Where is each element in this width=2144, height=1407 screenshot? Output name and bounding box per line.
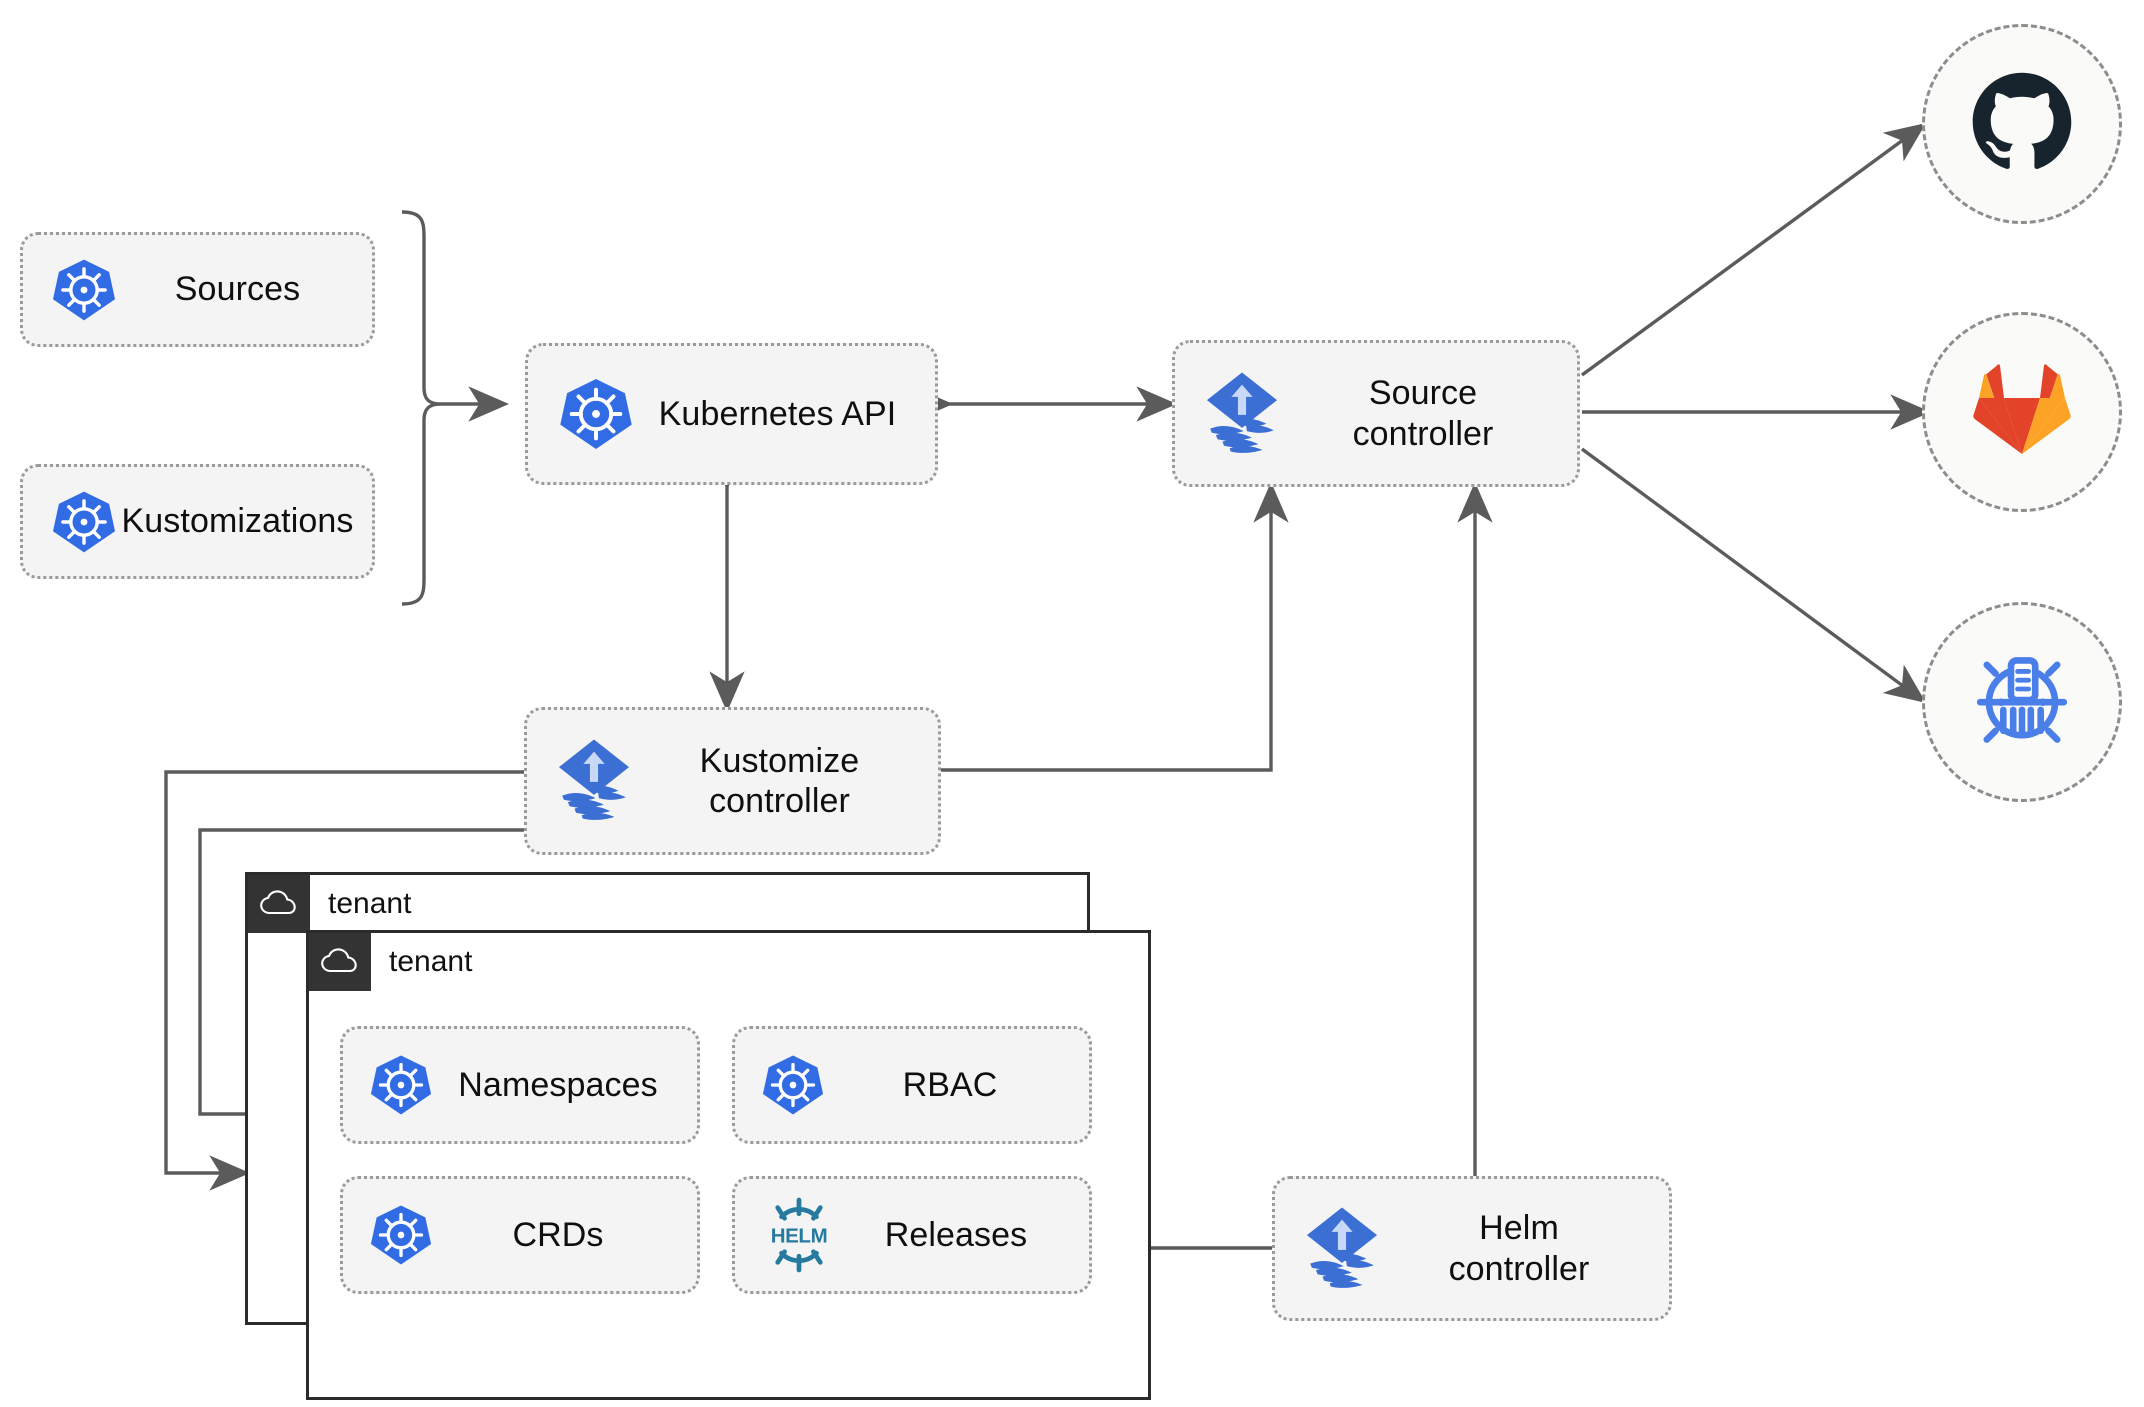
node-source-controller[interactable]: Source controller bbox=[1172, 340, 1580, 487]
tenant-label: tenant bbox=[389, 945, 473, 978]
node-namespaces[interactable]: Namespaces bbox=[340, 1026, 700, 1144]
node-label: Source controller bbox=[1352, 374, 1494, 453]
cloud-icon bbox=[309, 933, 371, 991]
gitlab-icon bbox=[1970, 360, 2074, 465]
node-label: Kubernetes API bbox=[658, 394, 897, 433]
repo-circle-github[interactable] bbox=[1922, 24, 2122, 224]
node-label: Releases bbox=[884, 1215, 1028, 1254]
helm-icon: HELM bbox=[761, 1197, 837, 1273]
cloud-icon bbox=[248, 875, 310, 933]
tenant-label: tenant bbox=[328, 887, 412, 920]
node-label: Kustomizations bbox=[121, 502, 354, 541]
node-label: RBAC bbox=[902, 1065, 998, 1104]
edge-source-github bbox=[1580, 122, 1927, 377]
flux-icon bbox=[1201, 370, 1283, 458]
github-icon bbox=[1966, 66, 2078, 183]
repo-circle-gitlab[interactable] bbox=[1922, 312, 2122, 512]
node-label: Sources bbox=[174, 270, 301, 309]
edge-source-registry bbox=[1580, 447, 1927, 704]
artifact-registry-icon bbox=[1967, 645, 2077, 760]
flux-icon bbox=[1301, 1205, 1383, 1293]
kubernetes-icon bbox=[51, 489, 117, 555]
node-helm-controller[interactable]: Helm controller bbox=[1272, 1176, 1672, 1321]
node-rbac[interactable]: RBAC bbox=[732, 1026, 1092, 1144]
node-label: CRDs bbox=[512, 1215, 604, 1254]
tenant-box-inner[interactable]: tenant bbox=[306, 930, 1151, 1400]
node-releases[interactable]: HELM Releases bbox=[732, 1176, 1092, 1294]
node-kustomizations[interactable]: Kustomizations bbox=[20, 464, 375, 579]
node-crds[interactable]: CRDs bbox=[340, 1176, 700, 1294]
repo-circle-helm-registry[interactable] bbox=[1922, 602, 2122, 802]
kubernetes-icon bbox=[51, 257, 117, 323]
svg-text:HELM: HELM bbox=[771, 1225, 828, 1248]
kubernetes-icon bbox=[761, 1053, 825, 1117]
node-kubernetes-api[interactable]: Kubernetes API bbox=[525, 343, 938, 485]
node-label: Namespaces bbox=[458, 1065, 658, 1104]
edge-kustomize-source bbox=[941, 481, 1289, 772]
kubernetes-icon bbox=[369, 1053, 433, 1117]
kubernetes-icon bbox=[558, 376, 634, 452]
custom-resources-bracket bbox=[401, 210, 510, 606]
node-kustomize-controller[interactable]: Kustomize controller bbox=[524, 707, 941, 855]
flux-icon bbox=[553, 737, 635, 825]
node-label: Kustomize controller bbox=[699, 741, 860, 820]
kubernetes-icon bbox=[369, 1203, 433, 1267]
node-label: Helm controller bbox=[1448, 1209, 1590, 1288]
node-sources[interactable]: Sources bbox=[20, 232, 375, 347]
